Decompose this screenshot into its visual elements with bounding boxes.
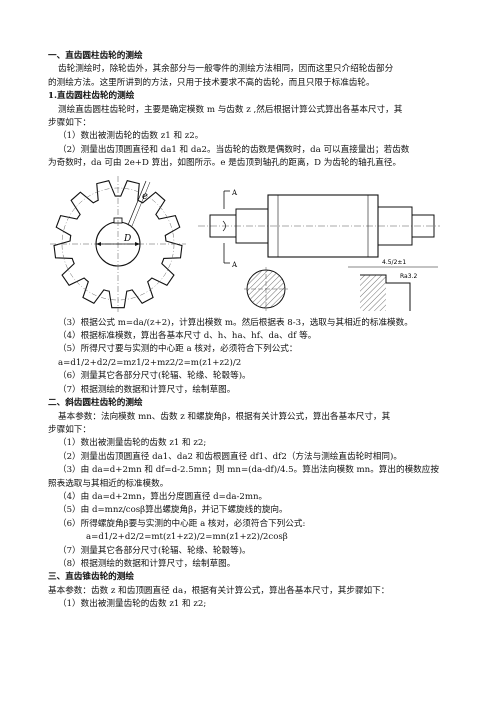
section3-title: 三、直齿锥齿轮的测绘 <box>48 572 134 583</box>
section2-step-1: （1）数出被测量齿轮的齿数 z1 和 z2; <box>58 438 207 449</box>
e-dimension-line <box>127 180 147 225</box>
section1-intro-line1: 齿轮测绘时，除轮齿外，其余部分与一般零件的测绘方法相同，因而这里只介绍轮齿部分 <box>58 64 394 75</box>
keyseat-mark <box>222 220 226 231</box>
section2-formula: a=d1/2+d2/2=mt(z1+z2)/2=mn(z1+z2)/2cosβ <box>86 532 288 543</box>
shaft-label-bottom: A <box>231 261 238 269</box>
section1-para-line1: 测绘直齿圆柱齿轮时，主要是确定模数 m 与齿数 z ,然后根据计算公式算出各基本… <box>58 104 403 115</box>
arrow-left <box>96 241 101 246</box>
dim-label: 4.5/2±1 <box>382 259 406 266</box>
section3-para-line1: 基本参数：齿数 z 和齿顶圆直径 da，根据有关计算公式，算出各基本尺寸，其步骤… <box>48 585 390 596</box>
cross-section-right: 4.5/2±1 Ra3.2 <box>348 259 438 311</box>
e-extension <box>131 181 151 226</box>
section2-step-6: （6）所得螺旋角β要与实测的中心距 a 核对，必须符合下列公式: <box>58 518 306 529</box>
section2-title: 二、斜齿圆柱齿轮的测绘 <box>48 398 143 409</box>
section1-para-line2: 步骤如下： <box>48 118 91 129</box>
roughness-label: Ra3.2 <box>400 273 417 280</box>
section2-step-2: （2）测量出齿顶圆直径 da1、da2 和齿根圆直径 df1、df2（方法与测绘… <box>58 451 402 462</box>
section2-step-5: （5）由 d=mnz/cosβ算出螺旋角β，并记下螺旋线的旋向。 <box>58 505 288 516</box>
section2-para-line2: 步骤如下： <box>48 424 91 435</box>
section1-step-2: （2）测量出齿顶圆直径和 da1 和 da2。当齿轮的齿数是偶数时，da 可以直… <box>58 144 410 155</box>
section1-subtitle: 1.直齿圆柱齿轮的测绘 <box>48 91 135 102</box>
section1-step-3: （3）根据公式 m=da/(z+2)，计算出模数 m。然后根据表 8-3，选取与… <box>58 317 413 328</box>
section1-step-6: （6）测量其它各部分尺寸(轮辐、轮缘、轮毂等)。 <box>58 371 251 382</box>
section2-step-7: （7）测量其它各部分尺寸(轮辐、轮缘、轮毂等)。 <box>58 545 251 556</box>
section1-formula: a=d1/2+d2/2=mz1/2+mz2/2=m(z1+z2)/2 <box>58 357 242 368</box>
gear-outline <box>53 179 183 308</box>
gear-measurement-figure: e D A <box>48 173 458 315</box>
section1-intro-line2: 的测绘方法。这里所讲到的方法，只用于技术要求不高的齿轮，而且只限于标准齿轮。 <box>48 77 375 88</box>
section1-step-4: （4）根据标准模数，算出各基本尺寸 d、h、ha、hf、da、df 等。 <box>58 331 317 342</box>
section1-step-7: （7）根据测绘的数据和计算尺寸，绘制草图。 <box>58 384 236 395</box>
section2-step-3: （3）由 da=d+2mn 和 df=d-2.5mn；则 mn=(da-df)/… <box>58 465 439 476</box>
section3-step-1: （1）数出被测量齿轮的齿数 z1 和 z2; <box>58 599 207 610</box>
section1-step-1: （1）数出被测齿轮的齿数 z1 和 z2。 <box>58 131 204 142</box>
arrow-right <box>135 241 140 246</box>
gear-and-shaft-drawing: e D A <box>50 175 440 312</box>
section2-step-3-cont: 照表选取与其相近的标准模数。 <box>48 478 169 489</box>
document-body: 一、直齿圆柱齿轮的测绘 齿轮测绘时，除轮齿外，其余部分与一般零件的测绘方法相同，… <box>48 50 458 612</box>
section1-step-5: （5）所得尺寸要与实测的中心距 a 核对，必须符合下列公式： <box>58 344 298 355</box>
section2-step-4: （4）由 da=d+2mn，算出分度圆直径 d=da-2mn。 <box>58 491 268 502</box>
gear-drawing: e D <box>50 175 186 312</box>
gear-label-d: D <box>123 234 131 244</box>
shaft-end-right <box>411 214 435 238</box>
gear-label-e: e <box>142 191 148 202</box>
shaft-drawing: A A <box>198 189 440 269</box>
cross-section-left <box>244 266 288 311</box>
shaft-label-top: A <box>231 189 238 197</box>
section2-para-line1: 基本参数：法向模数 mn、齿数 z 和螺旋角β，根据有关计算公式，算出各基本尺寸… <box>58 411 391 422</box>
section1-title: 一、直齿圆柱齿轮的测绘 <box>48 51 143 61</box>
section2-step-8: （8）根据测绘的数据和计算尺寸，绘制草图。 <box>58 558 236 569</box>
section-fill-right <box>360 274 386 311</box>
section1-step-2-cont: 为奇数时，da 可由 2e+D 算出，如图所示。e 是齿顶到轴孔的距离，D 为齿… <box>48 158 402 169</box>
